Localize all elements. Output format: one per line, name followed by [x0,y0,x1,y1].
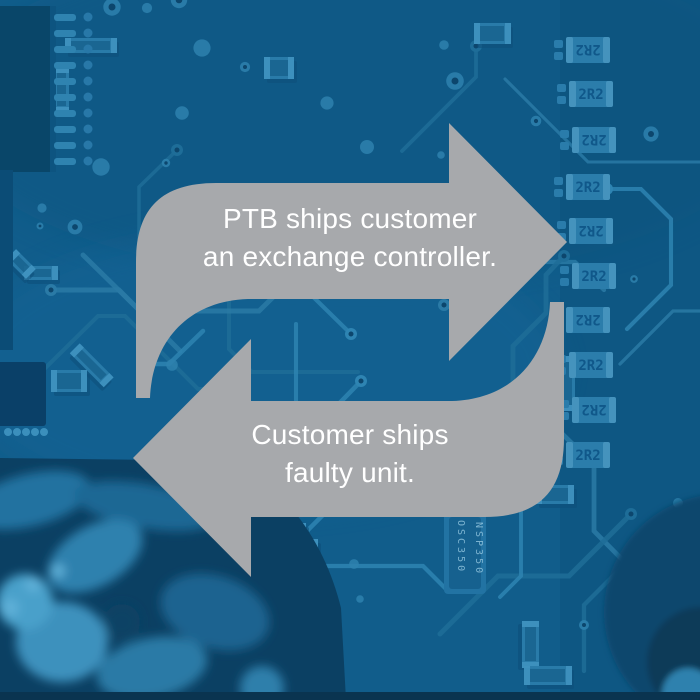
resistor-2r2: 2R2 [557,218,613,244]
resistor-label: 2R2 [581,131,606,147]
resistor-2r2: 2R2 [557,352,613,378]
chip-marking: NSP350 [473,522,484,576]
resistor-label: 2R2 [578,222,603,238]
ic-chip-top-left [0,6,93,172]
resistor-2r2: 2R2 [560,263,616,289]
chip-marking: OSC350 [455,520,466,574]
resistor-2r2: 2R2 [560,397,616,423]
resistor-2r2: 2R2 [560,127,616,153]
bottom-dark-strip [0,692,700,700]
resistor-label: 2R2 [578,358,603,374]
ic-chip-bottom-center: OSC350 NSP350 [444,512,486,594]
resistor-label: 2R2 [581,269,606,285]
ic-chip-left-middle [0,362,48,436]
resistor-label: 2R2 [575,41,600,57]
resistor-label: 2R2 [575,448,600,464]
dark-left-band [0,170,13,350]
resistor-2r2: 2R2 [557,81,613,107]
resistor-2r2: 2R2 [554,174,610,200]
bottom-arrow-shape [133,302,564,577]
dark-photo-corner [604,496,700,700]
resistor-label: 2R2 [575,180,600,196]
resistor-label: 2R2 [575,311,600,327]
resistor-label: 2R2 [578,87,603,103]
resistor-label: 2R2 [581,401,606,417]
resistor-2r2: 2R2 [554,37,610,63]
top-arrow-shape [136,123,567,398]
